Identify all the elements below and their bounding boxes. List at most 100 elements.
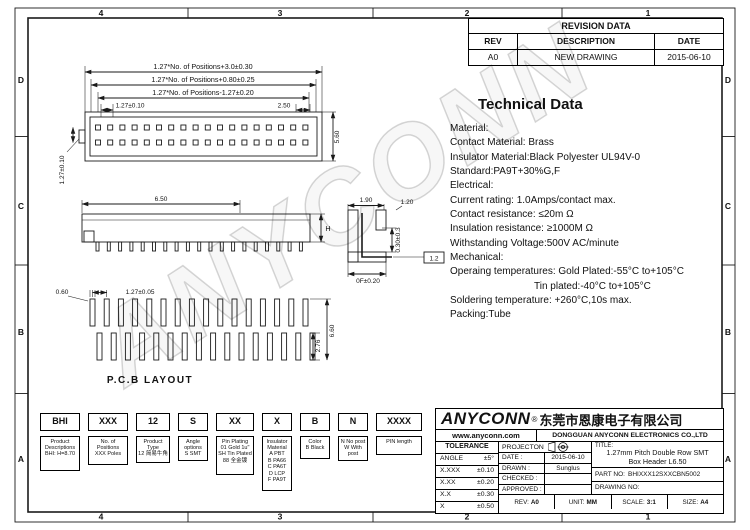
tolerance-value: ±5° [483,455,494,462]
pcb-layout-label: P.C.B LAYOUT [107,375,193,386]
ordering-column: XXXX PIN length [376,413,422,455]
ordering-code: S [178,413,208,431]
approval-column: PROJECTON DATE : 2015-06-10 DRAWN [499,442,592,494]
part-no-row: PART NO: BHIXXX12SXXCBN5002 [592,468,723,482]
pcb-layout: 0.60 1.27±0.05 2.76 6.60 P.C.B LAYOUT [56,289,336,386]
tolerance-row: X.XXX ±0.10 [436,466,498,478]
technical-line: Standard:PA9T+30%G,F [450,166,561,178]
technical-line: Electrical: [450,180,494,192]
rev-label: REV: [514,498,529,506]
ordering-description: No. of Positions XXX Poles [88,436,128,465]
zone-label: 1 [646,8,651,18]
zone-label: 2 [465,512,470,522]
technical-line: Operaing temperatures: Gold Plated:-55°C… [450,266,684,278]
technical-line: Packing:Tube [450,309,511,321]
zone-label: 3 [278,512,283,522]
revision-table: REVISION DATA REV DESCRIPTION DATE A0 NE… [468,18,724,66]
tolerance-value: ±0.20 [477,479,494,486]
size-value: A4 [700,498,709,506]
scale-label: SCALE: [622,498,645,506]
zone-label: C [18,201,24,211]
checked-value [545,474,591,484]
revision-table-header: REV DESCRIPTION DATE [469,34,723,50]
dim-pcb-pitch: 1.27±0.05 [126,289,155,296]
ordering-column: XX Pin Plating 01 Gold 1u" SH Tin Plated… [216,413,254,475]
ordering-description: Product Type 12 简易牛角 [136,436,170,463]
checked-label: CHECKED : [499,474,545,484]
zone-label: A [725,454,731,464]
title-block-grid: TOLERANCE ANGLE ±5° X.XXX ±0.10 X.XX ±0.… [436,442,723,513]
projection-label: PROJECTON [502,443,544,451]
zone-label: B [18,327,24,337]
drawing-title-area: TITLE: 1.27mm Pitch Double Row SMT Box H… [592,442,723,468]
tolerance-label: ANGLE [440,455,464,462]
dim-side-view-length: 6.50 [155,196,168,203]
first-angle-projection-icon [547,442,569,452]
ordering-description: Color B Black [300,436,330,459]
zone-label: 3 [278,8,283,18]
zone-label: 1 [646,512,651,522]
company-name-en: DONGGUAN ANYCONN ELECTRONICS CO.,LTD [552,432,708,439]
ordering-code: XXX [88,413,128,431]
tolerance-value: ±0.10 [477,467,494,474]
tolerance-row: ANGLE ±5° [436,454,498,466]
tolerance-label: X.XX [440,479,456,486]
scale-value: 3:1 [646,498,656,506]
title-block: ANYCONN ® 东莞市恩康电子有限公司 www.anyconn.com DO… [435,408,724,514]
dim-section-bottom: 0F±0.20 [356,278,380,285]
technical-line: Mechanical: [450,252,504,264]
dim-top-view-inner: 1.27*No. of Positions-1.27±0.20 [152,88,253,97]
unit-value: MM [586,498,598,506]
ordering-description: Angle options S SMT [178,436,208,461]
ordering-column: BHI Product Descriptions BHI: H=8.70 [40,413,80,471]
revision-rev-value: A0 [469,50,518,65]
revision-table-title: REVISION DATA [469,19,723,34]
technical-line: Contact Material: Brass [450,137,554,149]
tolerance-row: X.XX ±0.20 [436,478,498,490]
approved-value [545,485,591,495]
ordering-column: 12 Product Type 12 简易牛角 [136,413,170,463]
zone-label: B [725,327,731,337]
approved-row: APPROVED : [499,484,591,495]
approved-label: APPROVED : [499,484,545,494]
tolerance-label: X.X [440,491,451,498]
drawn-row: DRAWN : Sunglus [499,463,591,474]
tolerance-value: ±0.30 [477,491,494,498]
ordering-code: XX [216,413,254,431]
tolerance-value: ±0.50 [477,503,494,510]
dim-top-view-total: 1.27*No. of Positions+3.0±0.30 [153,62,252,71]
ordering-description: N No post W With post [338,436,368,461]
ordering-column: X Insulator Material A PBT B PA66 C PA6T… [262,413,292,491]
dim-pcb-span: 6.60 [329,324,336,337]
zone-label: A [18,454,24,464]
technical-line: Soldering temperature: +260°C,10s max. [450,295,632,307]
revision-col-date: DATE [677,36,701,46]
revision-table-row: A0 NEW DRAWING 2015-06-10 [469,50,723,65]
connector-side-view: 6.50 H [81,196,331,252]
title-block-right-region: PROJECTON DATE : 2015-06-10 DRAWN [499,442,723,513]
revision-col-description: DESCRIPTION [518,34,655,49]
technical-line: Contact resistance: ≤20m Ω [450,209,574,221]
dim-top-view-mid: 1.27*No. of Positions+0.80±0.25 [151,75,254,84]
tolerance-column: TOLERANCE ANGLE ±5° X.XXX ±0.10 X.XX ±0.… [436,442,499,513]
zone-label: 4 [99,512,104,522]
date-label: DATE : [499,453,545,463]
technical-line: Withstanding Voltage:500V AC/minute [450,237,619,249]
ordering-code: 12 [136,413,170,431]
side-view-leads [95,241,303,252]
dim-section-boxed: 1.2 [429,256,438,263]
pcb-pad-row-2 [96,332,316,361]
connector-top-view: 1.27*No. of Positions+3.0±0.30 1.27*No. … [59,62,341,184]
drawing-title-line1: 1.27mm Pitch Double Row SMT [606,448,709,457]
top-view-pin-row-1 [95,124,309,131]
drawn-value: Sunglus [556,464,580,472]
revision-col-rev: REV [469,34,518,49]
technical-line: Tin plated:-40°C to+105°C [534,280,651,292]
technical-data-section: Technical Data Material: Contact Materia… [450,96,728,323]
tolerance-row: X ±0.50 [436,502,498,513]
ordering-code: B [300,413,330,431]
dim-top-view-height: 5.60 [334,130,341,143]
drawing-title-line2: Box Header L6.50 [628,456,687,466]
ordering-code: X [262,413,292,431]
